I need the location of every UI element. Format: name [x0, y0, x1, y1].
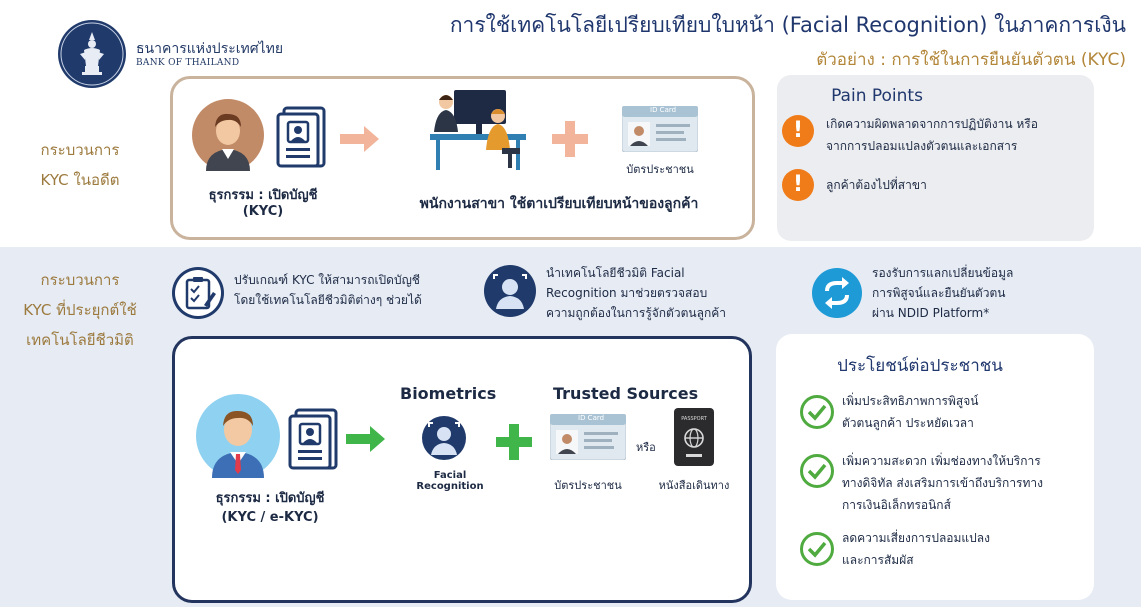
page-subtitle: ตัวอย่าง : การใช้ในการยืนยันตัวตน (KYC): [816, 50, 1126, 70]
benefit-item: เพิ่มความสะดวก เพิ่มช่องทางให้บริการ ทาง…: [842, 454, 1044, 512]
document-icon: [276, 106, 326, 168]
section-label-past: กระบวนการ KYC ในอดีต: [40, 141, 120, 189]
pain-points-title: Pain Points: [831, 86, 923, 106]
checklist-icon: [172, 267, 224, 319]
section-label-new: กระบวนการ KYC ที่ประยุกต์ใช้ เทคโนโลยีชี…: [23, 271, 137, 349]
org-name-th: ธนาคารแห่งประเทศไทย: [136, 41, 284, 57]
check-icon: [800, 532, 834, 566]
pain-points-panel: [777, 75, 1094, 241]
check-icon: [800, 395, 834, 429]
benefits-title: ประโยชน์ต่อประชาชน: [837, 356, 1003, 376]
check-icon: [800, 454, 834, 488]
new-transaction-code: (KYC / e-KYC): [221, 510, 319, 525]
pain-point-item: ลูกค้าต้องไปที่สาขา: [826, 178, 927, 192]
document-icon: [288, 408, 338, 470]
plus-icon: [552, 121, 588, 157]
arrow-right-icon: [346, 425, 386, 453]
new-transaction-label: ธุรกรรม : เปิดบัญชี: [215, 491, 325, 506]
new-process-box: [172, 336, 752, 603]
feature-item: ปรับเกณฑ์ KYC ให้สามารถเปิดบัญชี โดยใช้เ…: [234, 273, 422, 307]
face-scan-icon: [484, 265, 536, 317]
or-text: หรือ: [636, 441, 656, 454]
trusted-sources-heading: Trusted Sources: [553, 384, 699, 403]
staff-desk-icon: [424, 86, 532, 172]
passport-badge: PASSPORT: [681, 416, 707, 422]
benefit-item: ลดความเสี่ยงการปลอมแปลง และการสัมผัส: [842, 531, 990, 567]
benefit-item: เพิ่มประสิทธิภาพการพิสูจน์ ตัวตนลูกค้า ป…: [842, 394, 979, 430]
biometrics-heading: Biometrics: [400, 384, 497, 403]
alert-icon: !: [782, 115, 814, 147]
customer-avatar-icon: [196, 394, 280, 478]
past-transaction-label: ธุรกรรม : เปิดบัญชี: [208, 188, 318, 203]
id-card-badge: ID Card: [650, 106, 677, 114]
id-card-badge: ID Card: [578, 414, 605, 422]
id-card-icon: ID Card: [549, 413, 627, 461]
exchange-icon: [812, 268, 862, 318]
bank-logo-icon: [58, 20, 126, 88]
facial-recognition-label: Facial Recognition: [416, 470, 484, 492]
org-name-en: BANK OF THAILAND: [136, 58, 240, 68]
page-title: การใช้เทคโนโลยีเปรียบเทียบใบหน้า (Facial…: [449, 13, 1126, 37]
new-id-card-label: บัตรประชาชน: [554, 479, 622, 492]
plus-icon: [496, 424, 532, 460]
alert-icon: !: [782, 169, 814, 201]
feature-item: นำเทคโนโลยีชีวมิติ Facial Recognition มา…: [546, 266, 726, 320]
staff-caption: พนักงานสาขา ใช้ตาเปรียบเทียบหน้าของลูกค้…: [419, 196, 699, 212]
passport-icon: PASSPORT: [674, 408, 714, 466]
arrow-right-icon: [340, 125, 380, 153]
passport-label: หนังสือเดินทาง: [658, 479, 730, 492]
id-card-icon: ID Card: [621, 105, 699, 153]
customer-avatar-icon: [192, 99, 264, 171]
past-transaction-code: (KYC): [242, 204, 284, 219]
pain-point-item: เกิดความผิดพลาดจากการปฏิบัติงาน หรือ จาก…: [826, 117, 1038, 153]
face-scan-icon: [420, 414, 468, 462]
past-id-card-label: บัตรประชาชน: [626, 163, 694, 176]
feature-item: รองรับการแลกเปลี่ยนข้อมูล การพิสูจน์และย…: [872, 266, 1014, 320]
